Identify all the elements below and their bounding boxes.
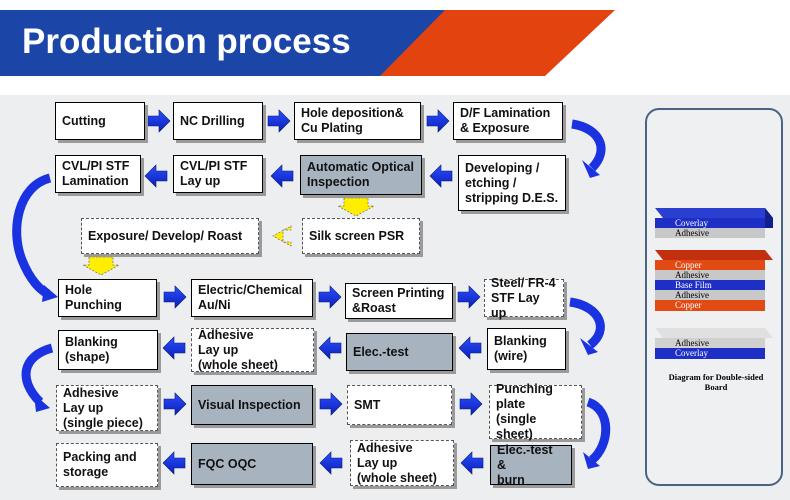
step-visual-inspection: Visual Inspection	[191, 385, 313, 425]
curve-arrow-right-2	[569, 297, 605, 349]
step-developing: Developing / etching / stripping D.E.S.	[458, 155, 566, 211]
step-steel-fr4: Steel/ FR-4 STF Lay up	[484, 276, 564, 320]
curve-arrow-right-1-head	[582, 160, 600, 178]
arrow-left-7	[162, 451, 186, 475]
step-screen-printing: Screen Printing &Roast	[345, 283, 453, 319]
curve-arrow-right-3-head	[583, 452, 600, 469]
arrow-right-4	[163, 285, 187, 309]
step-hole-deposition: Hole deposition& Cu Plating	[294, 102, 421, 140]
step-cvl-layup: CVL/PI STF Lay up	[173, 155, 263, 193]
layer-label-adhesive-2: Adhesive	[675, 270, 709, 280]
curve-arrow-right-3	[586, 397, 611, 464]
layer-label-adhesive-top: Adhesive	[675, 228, 709, 238]
step-adhesive-whole-2: Adhesive Lay up (whole sheet)	[350, 440, 454, 486]
arrow-yellow-down-exposure	[81, 256, 121, 276]
curve-arrow-left-1	[12, 173, 52, 299]
arrow-left-9	[460, 451, 484, 475]
step-fqc-oqc: FQC OQC	[191, 443, 313, 485]
step-adhesive-single: Adhesive Lay up (single piece)	[56, 385, 158, 431]
step-exposure-roast: Exposure/ Develop/ Roast	[81, 218, 259, 254]
arrow-right-1	[147, 109, 171, 133]
arrow-left-1	[144, 164, 168, 188]
curve-arrow-left-2-head	[34, 394, 50, 412]
layer-label-base-film: Base Film	[675, 280, 712, 290]
step-punching-plate: Punching plate (single sheet)	[489, 382, 582, 441]
arrow-yellow-down-aoi	[336, 197, 376, 217]
step-cvl-lamination: CVL/PI STF Lamination	[55, 155, 141, 193]
page-title: Production process	[22, 22, 351, 61]
curve-arrow-left-2	[21, 343, 54, 406]
arrow-right-6	[457, 285, 481, 309]
layer-label-adhesive-bottom: Adhesive	[675, 338, 709, 348]
layer-label-copper-2: Copper	[675, 300, 702, 310]
arrow-yellow-left-silk	[272, 225, 292, 247]
arrow-right-9	[459, 392, 483, 416]
board-diagram-panel: Coverlay Adhesive Copper Adhesive Base F…	[645, 108, 783, 486]
diagram-caption: Diagram for Double-sided Board	[668, 372, 764, 393]
arrow-right-7	[163, 392, 187, 416]
arrow-right-2	[267, 109, 291, 133]
header-blue-band	[0, 10, 445, 76]
layer-label-coverlay-bottom: Coverlay	[675, 348, 708, 358]
arrow-left-2	[270, 164, 294, 188]
step-adhesive-whole-1: Adhesive Lay up (whole sheet)	[191, 328, 314, 372]
curve-arrow-right-1	[571, 119, 606, 172]
step-smt: SMT	[347, 385, 452, 425]
header-banner: Production process	[0, 10, 615, 76]
step-blanking-shape: Blanking (shape)	[58, 330, 158, 370]
step-nc-drilling: NC Drilling	[173, 102, 263, 140]
step-df-lamination: D/F Lamination & Exposure	[453, 102, 563, 140]
arrow-left-8	[319, 451, 343, 475]
step-cutting: Cutting	[55, 102, 145, 140]
arrow-right-3	[426, 109, 450, 133]
step-hole-punching: Hole Punching	[58, 279, 157, 317]
arrow-left-4	[162, 336, 186, 360]
arrow-left-5	[318, 336, 342, 360]
arrow-right-8	[319, 392, 343, 416]
curve-arrow-right-2-head	[580, 338, 598, 355]
step-aoi: Automatic Optical Inspection	[300, 155, 422, 195]
layer-label-copper-1: Copper	[675, 260, 702, 270]
curve-arrow-left-1-head	[42, 285, 58, 302]
arrow-left-6	[458, 336, 482, 360]
step-packing: Packing and storage	[56, 443, 158, 487]
step-blanking-wire: Blanking (wire)	[487, 328, 566, 370]
layer-label-adhesive-3: Adhesive	[675, 290, 709, 300]
arrow-left-3	[429, 164, 453, 188]
step-silk-screen: Silk screen PSR	[302, 218, 420, 254]
step-plating-au-ni: Electric/Chemical Au/Ni	[191, 279, 313, 317]
step-elec-test-burn: Elec.-test & burn	[490, 443, 572, 487]
layer-label-coverlay-top: Coverlay	[675, 218, 708, 228]
board-layer-diagram	[655, 208, 773, 359]
arrow-right-5	[318, 285, 342, 309]
step-elec-test: Elec.-test	[346, 333, 453, 371]
